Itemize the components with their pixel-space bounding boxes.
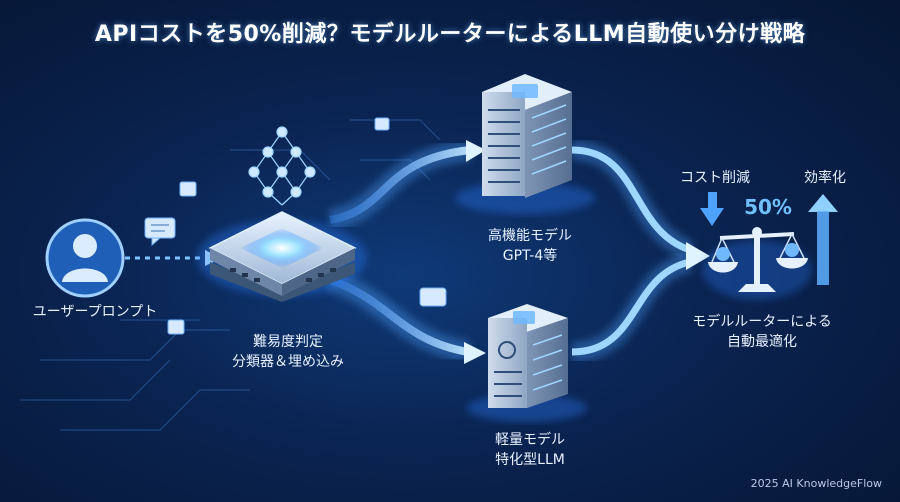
cost-reduction-text: コスト削減 xyxy=(680,170,750,186)
user-icon xyxy=(45,218,125,298)
result-line1: モデルルーターによる xyxy=(692,314,832,330)
result-label: モデルルーターによる 自動最適化 xyxy=(672,312,852,352)
user-label-text: ユーザープロンプト xyxy=(32,304,158,320)
chat-bubble-icon xyxy=(144,117,447,335)
high-model-line1: 高機能モデル xyxy=(488,228,572,244)
page-title: APIコストを50%削減？モデルルーターによるLLM自動使い分け戦略 xyxy=(94,22,806,47)
flow-router-to-high xyxy=(327,139,486,231)
scale-icon xyxy=(702,227,812,300)
high-model-line2: GPT-4等 xyxy=(502,248,558,264)
server-icon-light xyxy=(467,304,587,422)
user-label: ユーザープロンプト xyxy=(20,302,170,322)
flow-high-to-result xyxy=(571,140,694,260)
server-icon-high xyxy=(455,74,595,214)
neural-network-icon xyxy=(248,126,316,206)
router-label: 難易度判定 分類器＆埋め込み xyxy=(218,332,358,372)
footer-credit: 2025 AI KnowledgeFlow xyxy=(750,477,882,490)
light-model-line2: 特化型LLM xyxy=(495,452,565,468)
chip-icon xyxy=(197,211,367,302)
arrow-down-icon xyxy=(700,192,724,226)
light-model-label: 軽量モデル 特化型LLM xyxy=(470,430,590,470)
flow-router-to-light xyxy=(326,269,486,364)
light-model-line1: 軽量モデル xyxy=(495,432,565,448)
reduction-percent: 50% xyxy=(728,197,808,217)
router-label-line2: 分類器＆埋め込み xyxy=(232,354,344,370)
high-model-label: 高機能モデル GPT-4等 xyxy=(470,226,590,266)
efficiency-text: 効率化 xyxy=(804,170,846,186)
arrow-up-icon xyxy=(808,194,838,285)
efficiency-label: 効率化 xyxy=(780,168,870,188)
cost-reduction-label: コスト削減 xyxy=(660,168,770,188)
result-line2: 自動最適化 xyxy=(727,334,797,350)
flow-light-to-result xyxy=(571,242,710,362)
router-label-line1: 難易度判定 xyxy=(253,334,323,350)
reduction-percent-text: 50% xyxy=(744,195,792,219)
